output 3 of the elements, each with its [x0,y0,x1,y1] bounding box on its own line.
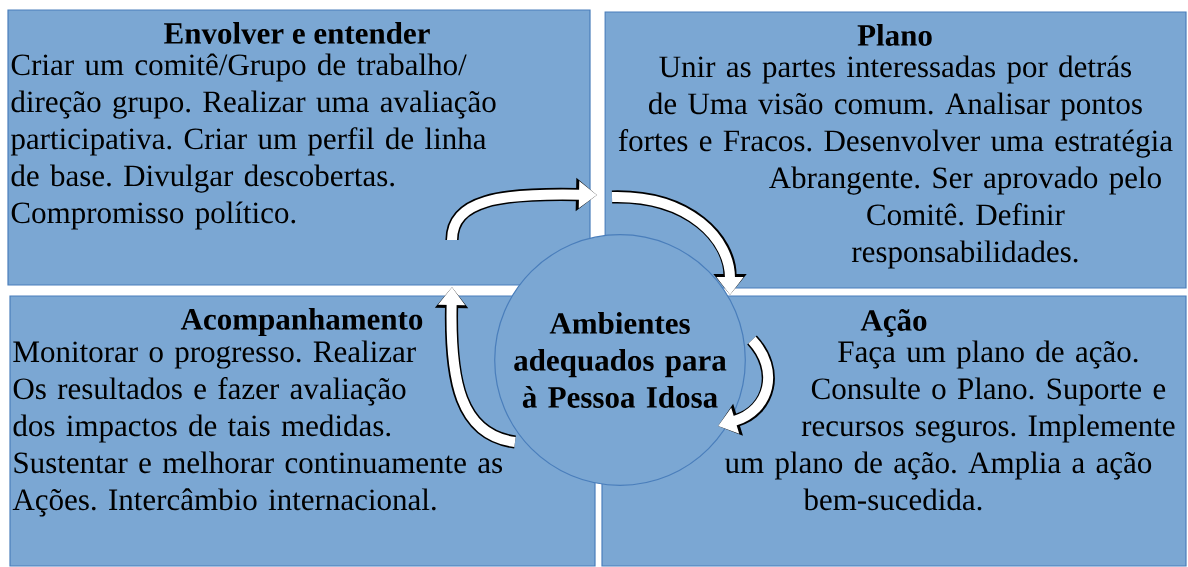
node-label: Acompanhamento [180,307,423,337]
node-label: Ação [860,309,927,337]
stage-box: Envolver e entender Criar um comitê/Grupo de trabalho/ direção grupo. Realizar uma avaliação participativa. Criar um perfil de linha de base. Divulgar descobertas. Compromisso político. [7,9,591,286]
